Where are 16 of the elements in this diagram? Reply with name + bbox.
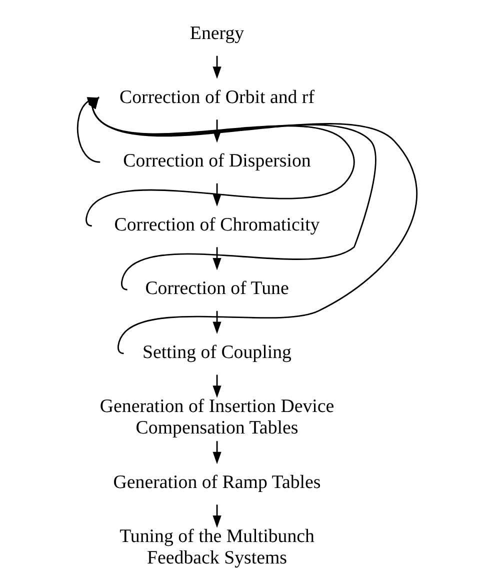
node-text: Correction of Dispersion bbox=[123, 150, 311, 172]
node-text: Correction of Orbit and rf bbox=[120, 86, 315, 108]
node-text: Generation of Ramp Tables bbox=[113, 472, 321, 493]
arrow bbox=[212, 247, 222, 270]
node-text: Generation of Insertion Device Compensation Tables bbox=[100, 396, 334, 438]
arrow bbox=[212, 56, 222, 79]
arrow bbox=[212, 374, 222, 398]
arrow bbox=[212, 183, 222, 206]
node-text: Energy bbox=[190, 23, 244, 44]
arrow bbox=[212, 504, 222, 528]
arrow bbox=[212, 441, 222, 464]
node-text: Correction of Chromaticity bbox=[114, 214, 320, 236]
arrow bbox=[212, 310, 222, 334]
node-text: Setting of Coupling bbox=[142, 342, 292, 363]
node-text: Correction of Tune bbox=[145, 278, 289, 300]
node-text: Tuning of the Multibunch Feedback Systems bbox=[120, 526, 314, 568]
